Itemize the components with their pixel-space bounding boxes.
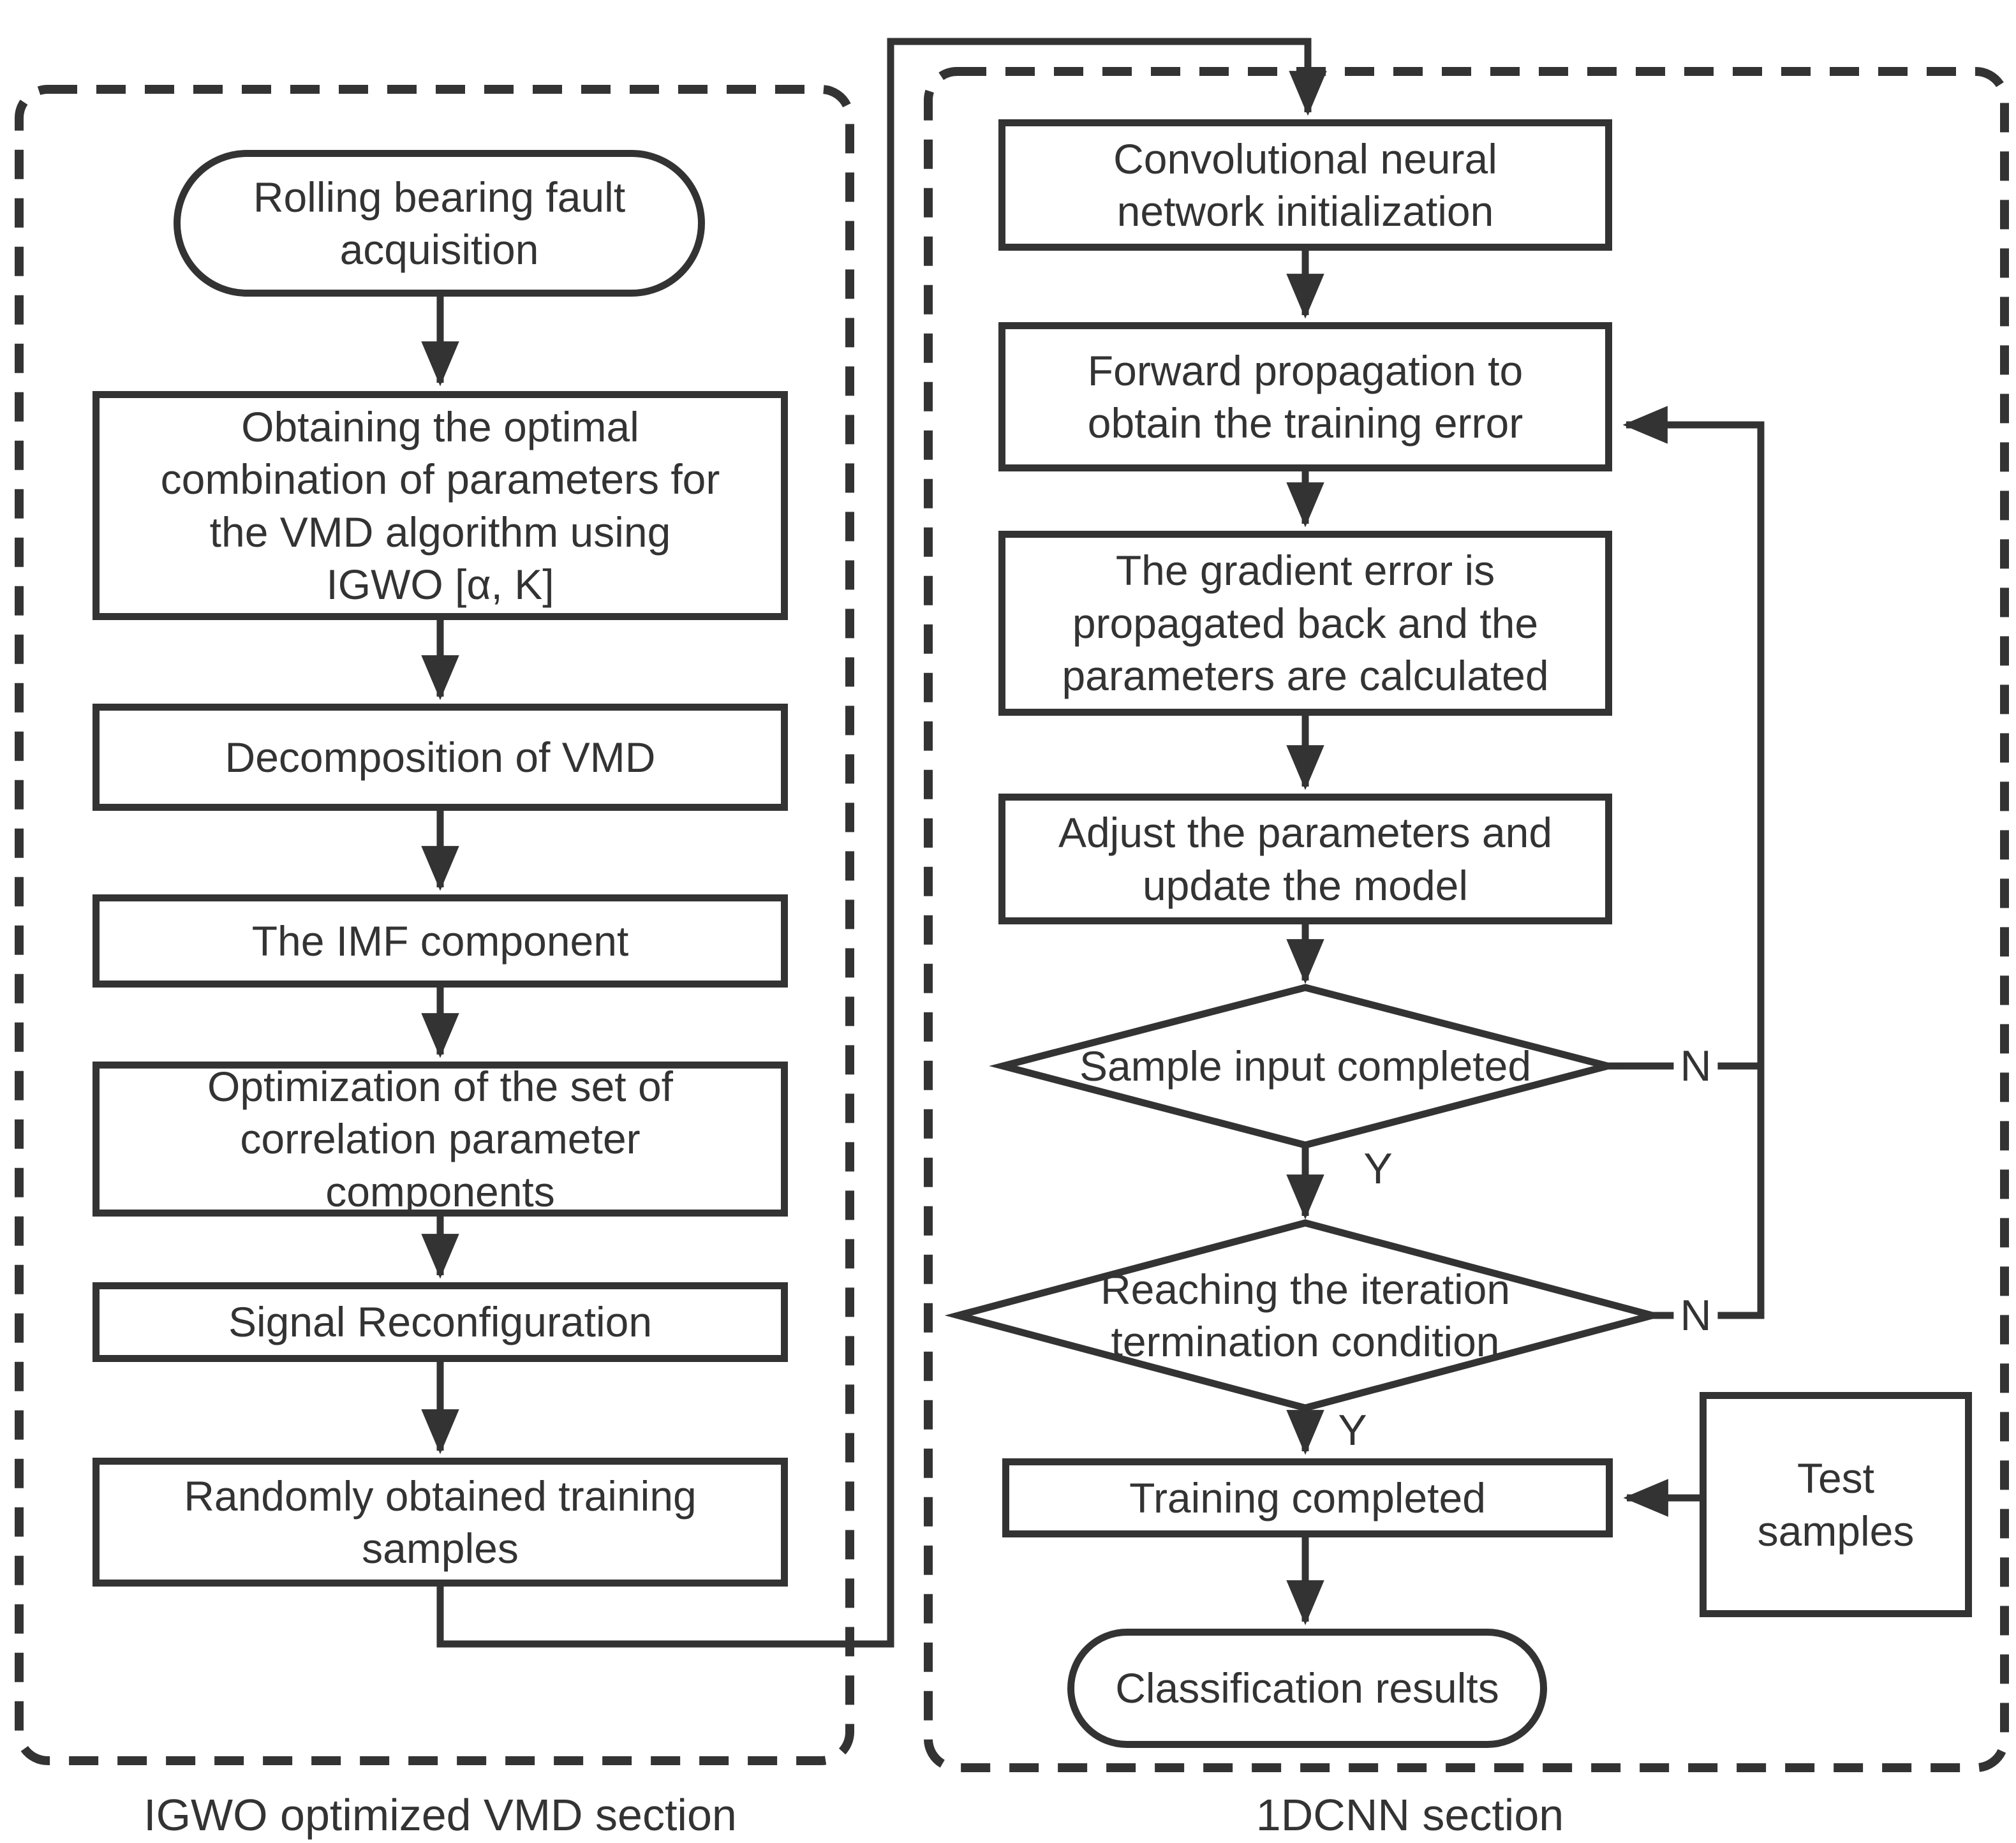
- decision-iteration-termination: Reaching the iteration termination condi…: [958, 1223, 1652, 1408]
- node-optimization-correlation-components: Optimization of the set of correlation p…: [93, 1062, 788, 1217]
- node-signal-reconfiguration: Signal Reconfiguration: [93, 1282, 788, 1362]
- decision-label: Sample input completed: [1079, 1042, 1532, 1090]
- node-label: Classification results: [1115, 1664, 1499, 1712]
- decision1-yes-label: Y: [1363, 1144, 1393, 1193]
- left-section-dashed-border: [15, 85, 854, 1765]
- node-forward-propagation: Forward propagation to obtain the traini…: [998, 322, 1612, 471]
- node-training-completed: Training completed: [1002, 1458, 1613, 1537]
- node-label: Signal Reconfiguration: [228, 1298, 653, 1346]
- node-label: Adjust the parameters and update the mod…: [1058, 809, 1553, 909]
- node-gradient-back-propagation: The gradient error is propagated back an…: [998, 531, 1612, 716]
- decision2-diamond-shape: [944, 1219, 1666, 1412]
- node-adjust-parameters-update-model: Adjust the parameters and update the mod…: [998, 794, 1612, 924]
- decision-sample-input-completed: Sample input completed: [1003, 988, 1608, 1145]
- decision-label: Reaching the iteration termination condi…: [1100, 1265, 1511, 1366]
- node-label: Decomposition of VMD: [225, 733, 656, 781]
- node-classification-results: Classification results: [1067, 1629, 1547, 1748]
- node-label: Randomly obtained training samples: [184, 1472, 697, 1573]
- node-label: The IMF component: [251, 917, 629, 965]
- node-label: Optimization of the set of correlation p…: [207, 1062, 674, 1215]
- node-imf-component: The IMF component: [93, 894, 788, 988]
- node-label: The gradient error is propagated back an…: [1062, 547, 1549, 700]
- node-cnn-initialization: Convolutional neural network initializat…: [998, 119, 1612, 251]
- left-section-caption: IGWO optimized VMD section: [144, 1790, 737, 1840]
- decision1-no-label: N: [1673, 1043, 1718, 1089]
- node-label: Forward propagation to obtain the traini…: [1087, 346, 1523, 447]
- decision2-yes-label: Y: [1338, 1406, 1367, 1454]
- right-section-caption: 1DCNN section: [1256, 1790, 1564, 1840]
- decision1-diamond-shape: [989, 984, 1622, 1149]
- connector-samples-to-cnn-init: [436, 38, 1327, 1648]
- node-decomposition-of-vmd: Decomposition of VMD: [93, 704, 788, 811]
- node-label: Obtaining the optimal combination of par…: [160, 403, 720, 609]
- node-label: Test samples: [1757, 1454, 1915, 1555]
- feedback-decision2-no-line: [1622, 406, 1765, 1319]
- node-test-samples: Test samples: [1700, 1392, 1972, 1617]
- node-rolling-bearing-fault-acquisition: Rolling bearing fault acquisition: [174, 150, 705, 297]
- node-obtaining-optimal-parameters: Obtaining the optimal combination of par…: [93, 391, 788, 620]
- node-label: Convolutional neural network initializat…: [1113, 135, 1497, 235]
- node-label: Training completed: [1129, 1474, 1486, 1521]
- node-label: Rolling bearing fault acquisition: [253, 173, 626, 274]
- right-section-dashed-border: [924, 67, 2009, 1772]
- decision2-no-label: N: [1673, 1292, 1718, 1338]
- node-randomly-obtained-training-samples: Randomly obtained training samples: [93, 1458, 788, 1587]
